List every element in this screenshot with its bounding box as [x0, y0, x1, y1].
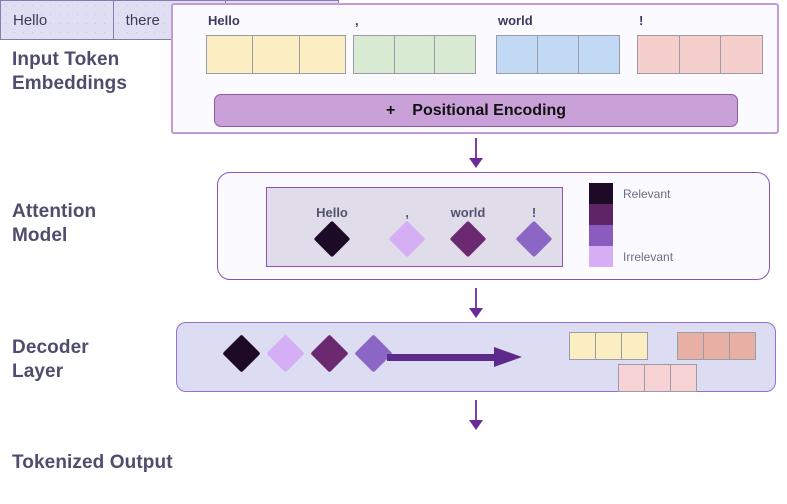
legend-row-0: Relevant: [589, 183, 749, 204]
attention-token-box: Hello , world !: [266, 187, 563, 267]
attention-diamond-2: [449, 220, 487, 258]
input-token-cells-0: [206, 35, 346, 74]
attention-diamond-3: [515, 220, 553, 258]
input-token-cells-1: [353, 35, 476, 74]
decoder-diamond-2: [310, 334, 349, 373]
attention-token-label-0: Hello: [316, 205, 348, 220]
label-attention-model: Attention Model: [12, 200, 96, 248]
decoder-cell: [671, 365, 696, 391]
embedding-cell: [538, 36, 579, 73]
decoder-diamond-0: [222, 334, 261, 373]
label-decoder-line1: Decoder: [12, 337, 89, 358]
arrow-input-to-attention: [469, 138, 483, 168]
legend-swatch-2: [589, 204, 613, 225]
input-token-group-3: !: [637, 13, 763, 74]
decoder-cell: [596, 333, 622, 359]
decoder-cell: [730, 333, 755, 359]
embedding-cell: [354, 36, 395, 73]
label-attention-line2: Model: [12, 225, 68, 246]
input-token-cells-2: [496, 35, 620, 74]
embedding-cell: [207, 36, 254, 73]
decoder-diamond-1: [266, 334, 305, 373]
decoder-cell: [678, 333, 704, 359]
embedding-cell: [579, 36, 619, 73]
attention-legend: Relevant Irrelevant: [589, 183, 749, 267]
input-token-group-2: world: [496, 13, 620, 74]
embedding-cell: [253, 36, 300, 73]
attention-token-2: world: [433, 204, 503, 258]
embedding-cell: [497, 36, 538, 73]
output-token-cell-0: Hello: [1, 1, 114, 39]
input-token-label-3: !: [639, 13, 644, 28]
input-token-label-1: ,: [355, 13, 359, 28]
attention-diamond-1: [388, 220, 426, 258]
legend-row-2: [589, 225, 749, 246]
decoder-output-block-yellow: [569, 332, 648, 360]
decoder-cell: [619, 365, 645, 391]
decoder-output-block-salmon: [677, 332, 756, 360]
input-token-group-1: ,: [353, 13, 476, 74]
input-token-label-2: world: [498, 13, 533, 28]
input-token-label-0: Hello: [208, 13, 240, 28]
positional-encoding-bar: + Positional Encoding: [214, 94, 738, 127]
label-tokenized-output: Tokenized Output: [12, 451, 173, 475]
plus-sign: +: [385, 101, 396, 119]
attention-token-label-2: world: [450, 205, 486, 220]
decoder-cell: [570, 333, 596, 359]
legend-swatch-irrelevant: [589, 246, 613, 267]
input-token-group-0: Hello: [206, 13, 346, 74]
label-output-line1: Tokenized Output: [12, 452, 173, 473]
attention-token-0: Hello: [297, 204, 367, 258]
decoder-cell: [704, 333, 730, 359]
decoder-cell: [645, 365, 671, 391]
arrow-decoder-to-output: [469, 400, 483, 430]
decoder-cell: [622, 333, 647, 359]
label-input-line1: Input Token: [12, 49, 120, 70]
embedding-cell: [679, 36, 722, 73]
label-input-token-embeddings: Input Token Embeddings: [12, 48, 127, 96]
label-attention-line1: Attention: [12, 201, 97, 222]
legend-row-3: Irrelevant: [589, 246, 749, 267]
attention-token-label-3: !: [531, 205, 537, 220]
embedding-cell: [435, 36, 476, 73]
input-token-embeddings-panel: Hello , world ! + Positional: [171, 3, 779, 134]
attention-token-label-1: ,: [405, 205, 409, 220]
decoder-right-arrow-icon: [387, 347, 522, 367]
attention-token-1: ,: [372, 204, 442, 258]
embedding-cell: [394, 36, 436, 73]
embedding-cell: [638, 36, 680, 73]
legend-swatch-relevant: [589, 183, 613, 204]
label-input-line2: Embeddings: [12, 73, 128, 94]
legend-label-irrelevant: Irrelevant: [623, 249, 674, 264]
legend-swatch-3: [589, 225, 613, 246]
positional-encoding-label: Positional Encoding: [412, 101, 567, 119]
arrow-attention-to-decoder: [469, 288, 483, 318]
decoder-output-block-pink: [618, 364, 697, 392]
label-decoder-line2: Layer: [12, 361, 64, 382]
legend-label-relevant: Relevant: [623, 186, 671, 201]
decoder-layer-panel: [176, 322, 776, 392]
attention-token-3: !: [499, 204, 569, 258]
embedding-cell: [299, 36, 345, 73]
embedding-cell: [721, 36, 763, 73]
attention-model-panel: Hello , world ! Relevant Irrelevant: [217, 172, 770, 280]
input-token-cells-3: [637, 35, 763, 74]
legend-row-1: [589, 204, 749, 225]
label-decoder-layer: Decoder Layer: [12, 336, 89, 384]
attention-diamond-0: [313, 220, 351, 258]
